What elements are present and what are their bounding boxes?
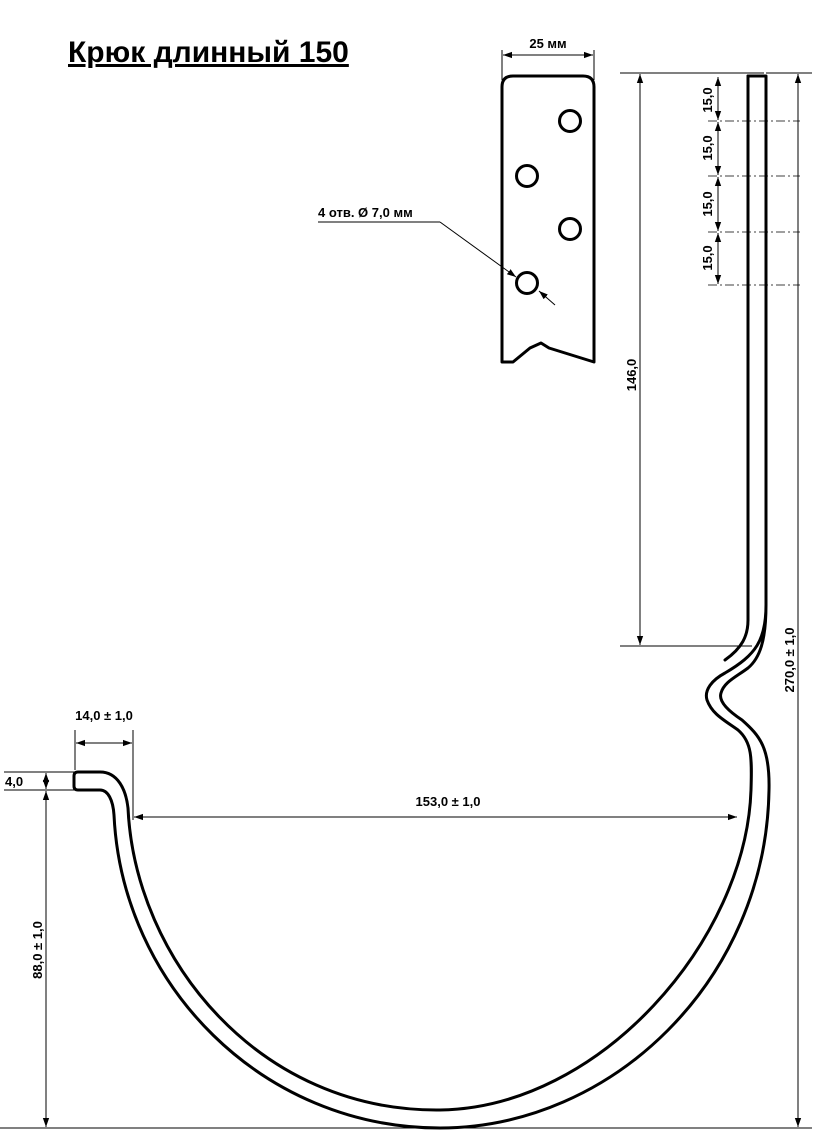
mounting-hole [558,217,582,241]
total-height-label: 270,0 ± 1,0 [782,628,797,693]
pitch-label: 15,0 [700,87,715,112]
hook-outline [72,74,771,1130]
strip-width-label: 25 мм [529,36,566,51]
hole-callout-leader [538,290,556,306]
drawing-title: Крюк длинный 150 [68,36,349,69]
hole-callout-leader [439,221,517,278]
pitch-label: 15,0 [700,245,715,270]
hook-dimensions: 15,0 15,0 15,0 15,0 146,0 270,0 ± 1,0 14… [0,72,812,1129]
lip-height-label: 4,0 [5,774,23,789]
cup-depth-label: 88,0 ± 1,0 [30,921,45,979]
mounting-hole [515,271,539,295]
pitch-label: 15,0 [700,191,715,216]
hook-shank-transition [723,618,750,662]
pitch-label: 15,0 [700,135,715,160]
strip-detail: 25 мм 4 отв. Ø 7,0 мм [318,36,596,364]
inner-width-label: 153,0 ± 1,0 [416,794,481,809]
strip-outline [500,74,596,364]
lip-length-label: 14,0 ± 1,0 [75,708,133,723]
shank-length-label: 146,0 [624,359,639,392]
mounting-hole [558,109,582,133]
hook-side-view [72,74,771,1130]
hole-callout-label: 4 отв. Ø 7,0 мм [318,205,413,220]
mounting-hole [515,164,539,188]
